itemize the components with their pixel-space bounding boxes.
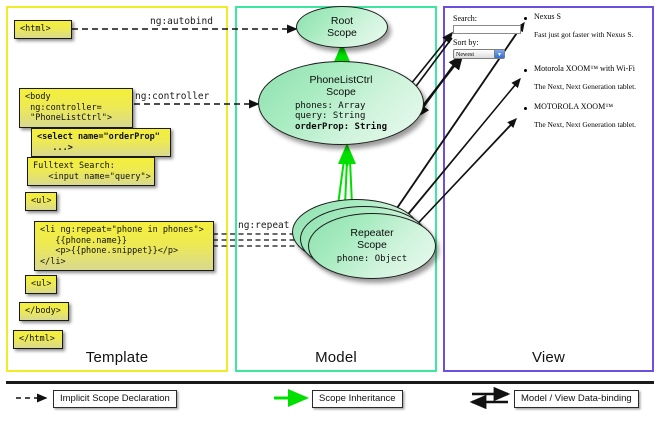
list-bullet: [524, 107, 527, 110]
scope-repeater-props: phone: Object: [336, 254, 408, 265]
view-phone-name[interactable]: MOTOROLA XOOM™: [534, 102, 614, 111]
view-sort-label: Sort by:: [453, 38, 479, 47]
view-phone-snippet: Fast just got faster with Nexus S.: [534, 30, 634, 39]
panel-view-title: View: [531, 349, 566, 366]
view-phone-snippet: The Next, Next Generation tablet.: [534, 120, 637, 129]
code-box-li-repeat: <li ng:repeat="phone in phones"> {{phone…: [34, 221, 214, 271]
code-box-body-open: <body ng:controller= "PhoneListCtrl">: [19, 88, 133, 128]
scope-phonelistctrl-props: phones: Array query: String orderProp: S…: [294, 100, 388, 132]
code-box-html-close: </html>: [13, 330, 63, 349]
code-box-fulltext-search: Fulltext Search: <input name="query">: [27, 157, 155, 186]
view-phone-name[interactable]: Motorola XOOM™ with Wi-Fi: [534, 64, 635, 73]
scope-phonelistctrl: PhoneListCtrl Scope phones: Array query:…: [258, 61, 424, 145]
scope-repeater-title: Repeater Scope: [350, 227, 394, 252]
scope-root: Root Scope: [296, 6, 388, 48]
view-sort-selected-value: Newest: [456, 52, 474, 58]
view-sort-select[interactable]: Newest ▾: [453, 49, 505, 59]
code-box-select: <select name="orderProp" ...>: [31, 128, 171, 157]
legend-scope-inheritance: Scope Inheritance: [312, 390, 403, 408]
panel-model-title: Model: [315, 349, 357, 366]
code-box-ul-open: <ul>: [25, 192, 57, 211]
list-bullet: [524, 69, 527, 72]
legend-divider: [6, 381, 654, 384]
legend-model-view-databinding: Model / View Data-binding: [514, 390, 639, 408]
label-ng-repeat: ng:repeat: [238, 220, 290, 231]
scope-repeater: Repeater Scope phone: Object: [308, 213, 436, 279]
code-box-html-open: <html>: [14, 20, 72, 39]
view-search-input[interactable]: [453, 25, 521, 34]
panel-view: View: [443, 6, 654, 372]
view-phone-name[interactable]: Nexus S: [534, 12, 561, 21]
view-search-label: Search:: [453, 14, 477, 23]
view-phone-snippet: The Next, Next Generation tablet.: [534, 82, 637, 91]
label-ng-autobind: ng:autobind: [150, 16, 213, 27]
scope-root-title: Root Scope: [327, 15, 357, 39]
code-box-body-close: </body>: [19, 302, 69, 321]
scope-phonelistctrl-title: PhoneListCtrl Scope: [309, 73, 373, 98]
label-ng-controller: ng:controller: [135, 91, 210, 102]
legend-glyph-databinding: [469, 386, 511, 410]
chevron-down-icon[interactable]: ▾: [494, 50, 504, 58]
code-box-ul-close: <ul>: [25, 275, 57, 294]
panel-template-title: Template: [85, 349, 149, 366]
legend-implicit-scope-declaration: Implicit Scope Declaration: [53, 390, 177, 408]
list-bullet: [524, 17, 527, 20]
